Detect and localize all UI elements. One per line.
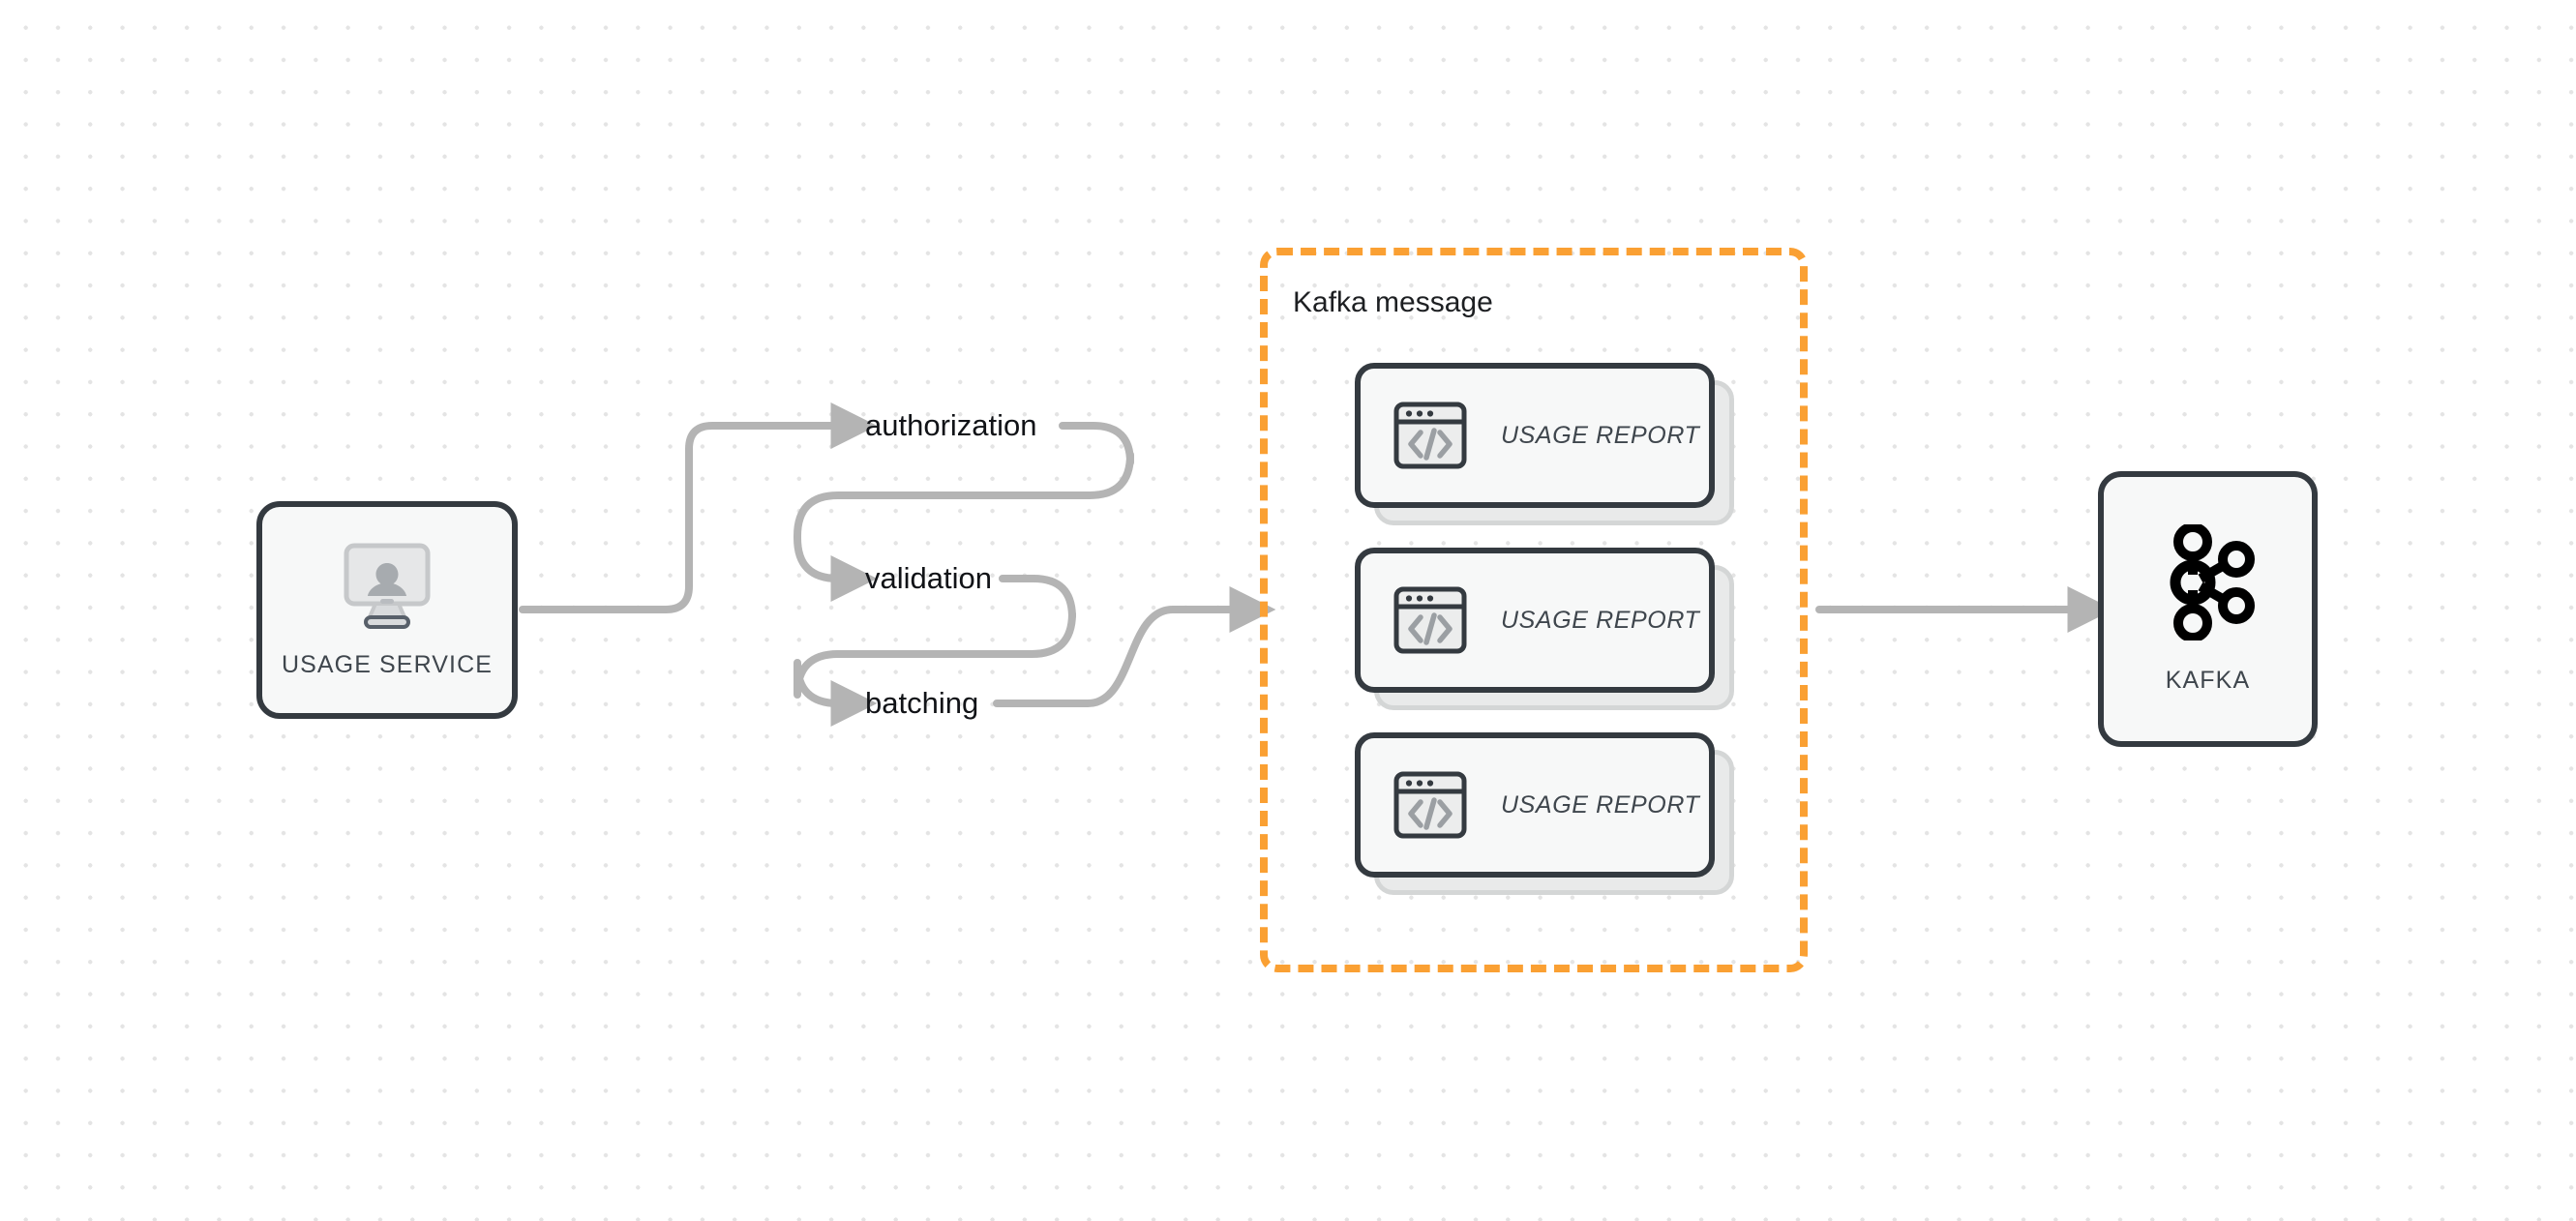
edge-usage-service-to-authorization [519,402,878,613]
card-usage-report-front[interactable]: USAGE REPORT [1355,363,1715,508]
monitor-user-icon [335,542,439,636]
card-usage-report-label: USAGE REPORT [1501,421,1700,449]
step-label-batching: batching [865,686,979,720]
edge-validation-to-batching [794,575,1076,727]
node-kafka-label: KAFKA [2165,666,2251,694]
node-usage-service[interactable]: USAGE SERVICE [256,501,518,719]
code-window-icon [1393,770,1468,840]
card-usage-report[interactable]: USAGE REPORT [1355,548,1734,710]
card-usage-report[interactable]: USAGE REPORT [1355,732,1734,895]
code-window-icon [1393,585,1468,655]
kafka-logo-icon [2154,521,2262,645]
step-label-authorization: authorization [865,408,1037,442]
edge-authorization-to-validation [794,422,1134,602]
card-usage-report-front[interactable]: USAGE REPORT [1355,732,1715,878]
group-kafka-message[interactable] [1260,248,1808,972]
code-window-icon [1393,401,1468,470]
card-usage-report[interactable]: USAGE REPORT [1355,363,1734,525]
card-usage-report-label: USAGE REPORT [1501,790,1700,819]
card-usage-report-front[interactable]: USAGE REPORT [1355,548,1715,693]
node-kafka[interactable]: KAFKA [2098,471,2318,747]
step-label-validation: validation [865,561,992,595]
group-kafka-message-title: Kafka message [1293,286,1493,318]
card-usage-report-label: USAGE REPORT [1501,606,1700,634]
node-usage-service-label: USAGE SERVICE [281,650,494,678]
edge-batching-to-kafka-message [993,586,1276,707]
